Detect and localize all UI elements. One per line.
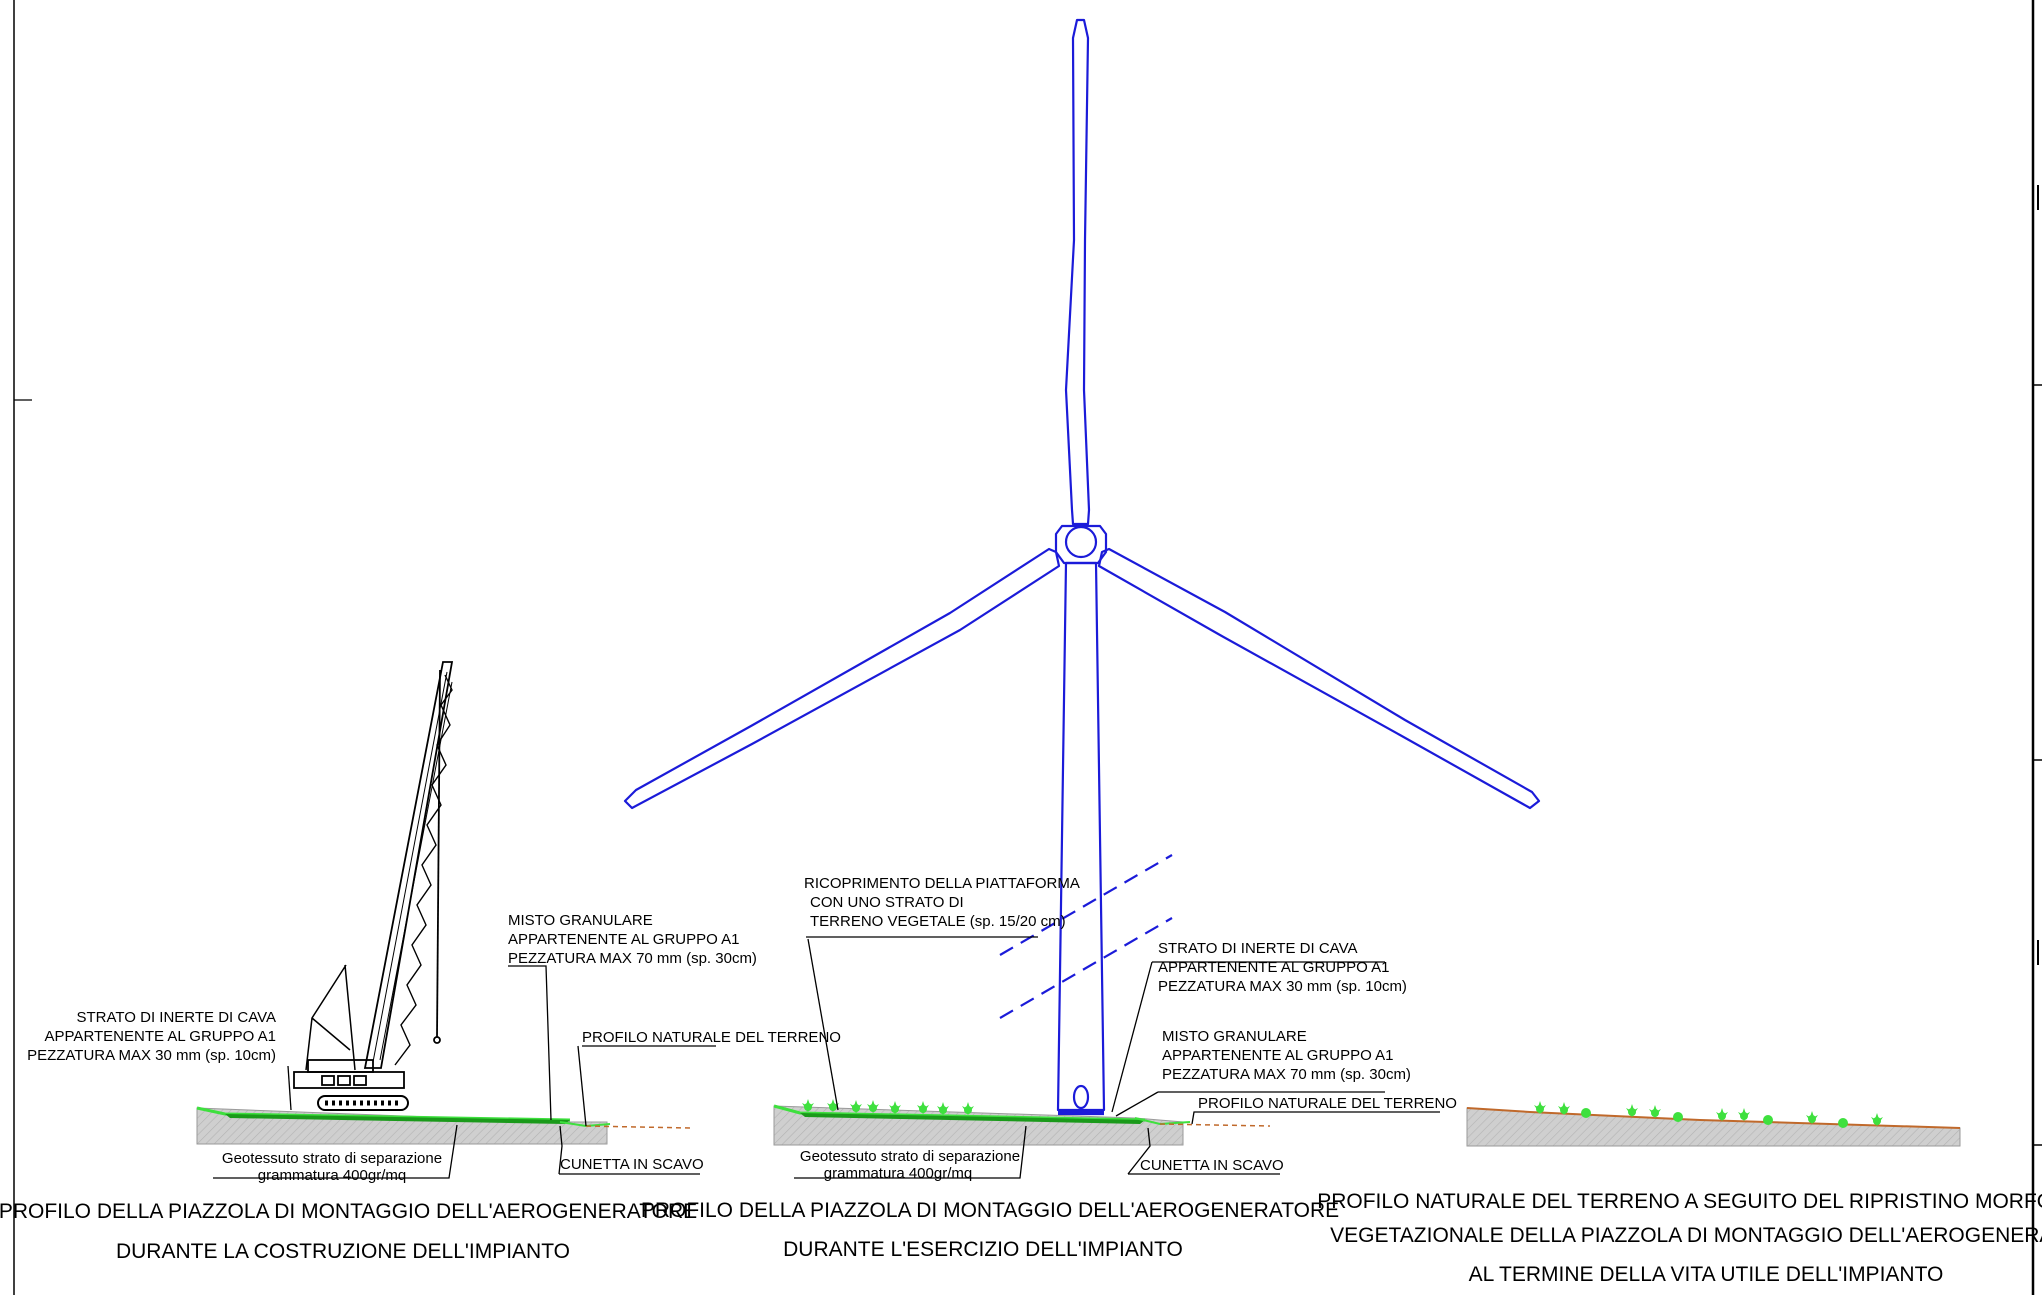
label-inerte-line-1: STRATO DI INERTE DI CAVA	[77, 1009, 276, 1026]
label-misto-line-3: PEZZATURA MAX 70 mm (sp. 30cm)	[508, 950, 757, 967]
leader-line	[287, 1065, 292, 1111]
caption-line-1: PROFILO DELLA PIAZZOLA DI MONTAGGIO DELL…	[0, 1200, 697, 1223]
sheet-frame	[13, 0, 2042, 1295]
leader-line	[794, 1125, 1027, 1179]
shrub-icon	[1534, 1101, 1883, 1128]
soil-section	[1466, 1107, 1961, 1147]
label-ricoprimento-line-3: TERRENO VEGETALE (sp. 15/20 cm)	[810, 913, 1066, 930]
leader-line	[807, 938, 839, 1111]
label-geotessuto-line-2: grammatura 400gr/mq	[258, 1167, 406, 1184]
label-ricoprimento-line-1: RICOPRIMENTO DELLA PIATTAFORMA	[804, 875, 1080, 892]
label-misto-line-1: MISTO GRANULARE	[1162, 1028, 1307, 1045]
labels-construction: STRATO DI INERTE DI CAVA APPARTENENTE AL…	[0, 912, 841, 1263]
label-misto-line-1: MISTO GRANULARE	[508, 912, 653, 929]
label-ricoprimento-line-2: CON UNO STRATO DI	[810, 894, 964, 911]
label-profilo: PROFILO NATURALE DEL TERRENO	[1198, 1095, 1457, 1112]
leader-line	[508, 965, 552, 1121]
label-misto-line-2: APPARTENENTE AL GRUPPO A1	[508, 931, 739, 948]
label-misto-line-3: PEZZATURA MAX 70 mm (sp. 30cm)	[1162, 1066, 1411, 1083]
leader-line	[213, 1124, 458, 1179]
leader-line	[577, 1045, 587, 1127]
label-cunetta: CUNETTA IN SCAVO	[1140, 1157, 1284, 1174]
profile-operation	[773, 936, 1440, 1179]
natural-profile-line	[1466, 1107, 1961, 1129]
label-geotessuto-line-1: Geotessuto strato di separazione	[800, 1148, 1020, 1165]
caption-line-1: PROFILO DELLA PIAZZOLA DI MONTAGGIO DELL…	[641, 1199, 1339, 1222]
leader-line	[1191, 1111, 1440, 1125]
labels-operation: RICOPRIMENTO DELLA PIATTAFORMA CON UNO S…	[641, 875, 1457, 1261]
label-geotessuto-line-1: Geotessuto strato di separazione	[222, 1150, 442, 1167]
caption-line-2: DURANTE L'ESERCIZIO DELL'IMPIANTO	[783, 1238, 1183, 1261]
soil-section	[773, 1105, 1184, 1146]
label-inerte-line-2: APPARTENENTE AL GRUPPO A1	[45, 1028, 276, 1045]
label-cunetta: CUNETTA IN SCAVO	[560, 1156, 704, 1173]
leader-line	[1111, 961, 1153, 1113]
leader-line	[1115, 1091, 1159, 1117]
label-profilo: PROFILO NATURALE DEL TERRENO	[582, 1029, 841, 1046]
caption-line-1: PROFILO NATURALE DEL TERRENO A SEGUITO D…	[1317, 1190, 2042, 1213]
profile-restoration: PROFILO NATURALE DEL TERRENO A SEGUITO D…	[1317, 1101, 2042, 1286]
label-inerte-line-1: STRATO DI INERTE DI CAVA	[1158, 940, 1357, 957]
gravel-layer	[225, 1114, 570, 1124]
leader-line	[558, 1125, 563, 1175]
label-misto-line-2: APPARTENENTE AL GRUPPO A1	[1162, 1047, 1393, 1064]
label-inerte-line-3: PEZZATURA MAX 30 mm (sp. 10cm)	[1158, 978, 1407, 995]
label-geotessuto-line-2: grammatura 400gr/mq	[824, 1165, 972, 1182]
label-inerte-line-2: APPARTENENTE AL GRUPPO A1	[1158, 959, 1389, 976]
natural-profile-line	[1159, 1123, 1271, 1127]
gravel-layer	[800, 1113, 1145, 1124]
wind-turbine-icon	[623, 18, 1541, 1116]
caption-line-3: AL TERMINE DELLA VITA UTILE DELL'IMPIANT…	[1469, 1263, 1944, 1286]
leader-line	[1127, 1127, 1151, 1175]
label-inerte-line-3: PEZZATURA MAX 30 mm (sp. 10cm)	[27, 1047, 276, 1064]
crawler-crane-icon	[293, 661, 454, 1111]
profile-construction	[196, 661, 716, 1179]
caption-line-2: DURANTE LA COSTRUZIONE DELL'IMPIANTO	[116, 1240, 570, 1263]
caption-line-2: VEGETAZIONALE DELLA PIAZZOLA DI MONTAGGI…	[1330, 1224, 2042, 1247]
